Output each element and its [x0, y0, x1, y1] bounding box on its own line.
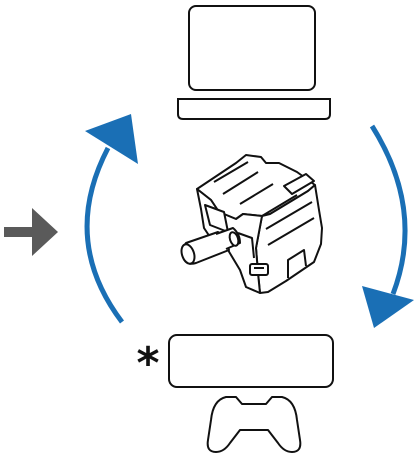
cycle-arrow-right-icon [362, 124, 414, 328]
cycle-arrow-left-icon [84, 114, 138, 324]
right-arrow-icon [4, 208, 58, 256]
blank-display-box [168, 334, 334, 388]
laptop-icon [177, 5, 331, 120]
asterisk-marker: * [136, 338, 159, 389]
gamepad-icon [206, 396, 302, 453]
hardware-module-icon [180, 154, 323, 294]
